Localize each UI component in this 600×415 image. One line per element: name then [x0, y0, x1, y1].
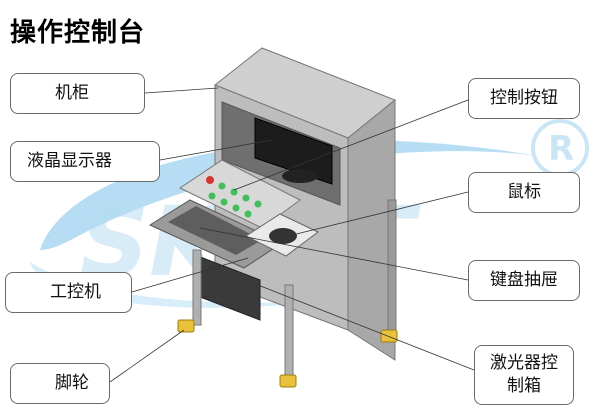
leader-mouse	[283, 191, 469, 238]
leg-front-left	[192, 249, 202, 326]
button-green	[242, 194, 250, 202]
page-title: 操作控制台	[10, 18, 146, 48]
label-laser-line2: 制箱	[507, 376, 541, 396]
lcd-monitor	[254, 117, 333, 185]
leader-lines	[109, 87, 475, 383]
leader-lcd	[159, 139, 273, 161]
button-green	[208, 192, 216, 200]
caster	[177, 319, 195, 333]
watermark-swoosh	[40, 140, 560, 250]
cabinet	[148, 47, 398, 388]
label-buttons-text: 控制按钮	[490, 88, 558, 109]
label-keyboard-drawer: 键盘抽屉	[468, 260, 580, 301]
caster	[380, 329, 398, 343]
control-buttons	[206, 176, 262, 218]
leg-back-right	[387, 199, 397, 336]
label-laser-control-box: 激光器控 制箱	[474, 345, 574, 405]
button-green	[218, 182, 226, 190]
label-industrial-pc: 工控机	[5, 272, 132, 313]
button-green	[254, 200, 262, 208]
label-cabinet-text: 机柜	[55, 83, 89, 104]
label-lcd-monitor: 液晶显示器	[10, 141, 160, 182]
leader-casters	[109, 329, 185, 383]
label-casters-text: 脚轮	[55, 373, 89, 394]
mouse	[269, 228, 297, 244]
leader-keyboard	[199, 227, 469, 281]
button-green	[230, 188, 238, 196]
button-green	[244, 210, 252, 218]
label-cabinet: 机柜	[10, 73, 145, 114]
button-green	[220, 198, 228, 206]
leader-cabinet	[144, 87, 219, 94]
registered-mark: R	[548, 129, 574, 169]
label-laser-line1: 激光器控	[490, 353, 558, 374]
keyboard	[168, 206, 262, 255]
monitor-stand	[282, 169, 318, 183]
leader-buttons	[233, 99, 469, 191]
label-keyboard-text: 键盘抽屉	[490, 270, 558, 291]
button-green	[232, 204, 240, 212]
button-red	[206, 176, 214, 184]
label-lcd-text: 液晶显示器	[27, 151, 112, 172]
label-casters: 脚轮	[10, 363, 110, 404]
leader-ipc	[131, 257, 249, 293]
leader-laser	[257, 284, 475, 371]
label-mouse: 鼠标	[468, 172, 580, 213]
label-ipc-text: 工控机	[50, 282, 101, 303]
label-control-buttons: 控制按钮	[468, 78, 580, 119]
cabinet-right-side	[347, 98, 396, 361]
leg-front-mid	[284, 284, 294, 381]
label-mouse-text: 鼠标	[507, 182, 541, 203]
caster	[279, 374, 297, 388]
